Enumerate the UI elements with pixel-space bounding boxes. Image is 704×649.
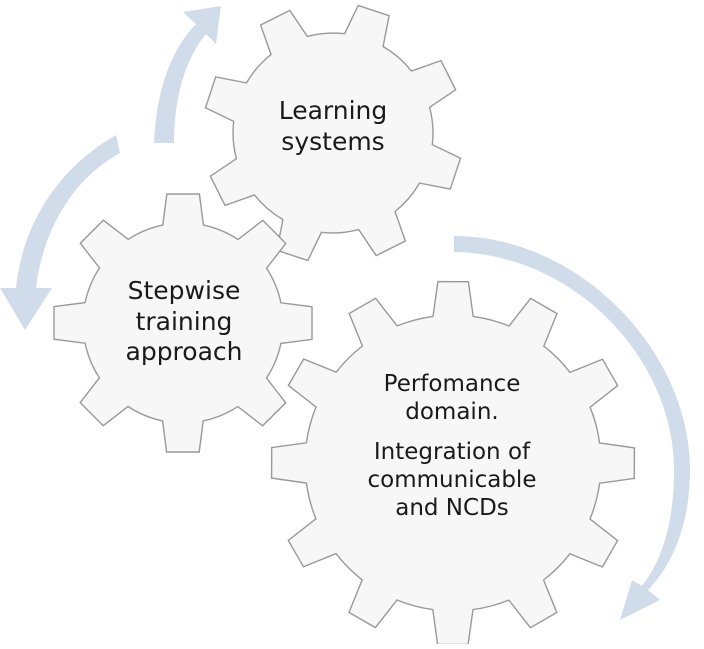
gear-label-stepwise-training: Stepwise training approach <box>84 276 284 368</box>
gear-performance-domain <box>270 280 636 646</box>
cycle-arrow-top <box>154 6 221 143</box>
cycle-arrow-right <box>454 236 690 620</box>
gear-label-learning-systems: Learning systems <box>233 96 433 157</box>
gear-label-spacer <box>352 426 552 438</box>
gear-label-line: communicable <box>367 467 537 494</box>
gear-label-line: training <box>135 306 233 336</box>
gear-label-line: domain. <box>405 399 499 426</box>
gear-label-line: Integration of <box>373 439 531 466</box>
gear-label-line: systems <box>281 126 385 156</box>
gear-label-line: and NCDs <box>395 495 509 522</box>
gear-learning-systems <box>204 4 462 262</box>
cycle-arrow-left <box>0 135 120 330</box>
gear-label-line: Stepwise <box>127 276 241 305</box>
gear-label-line: Perfomance <box>383 371 521 397</box>
gear-label-line: approach <box>125 337 243 366</box>
gear-label-line: Learning <box>278 96 388 125</box>
gear-label-performance-domain: Perfomance domain. Integration of commun… <box>352 370 552 522</box>
gear-stepwise-training <box>53 193 313 453</box>
